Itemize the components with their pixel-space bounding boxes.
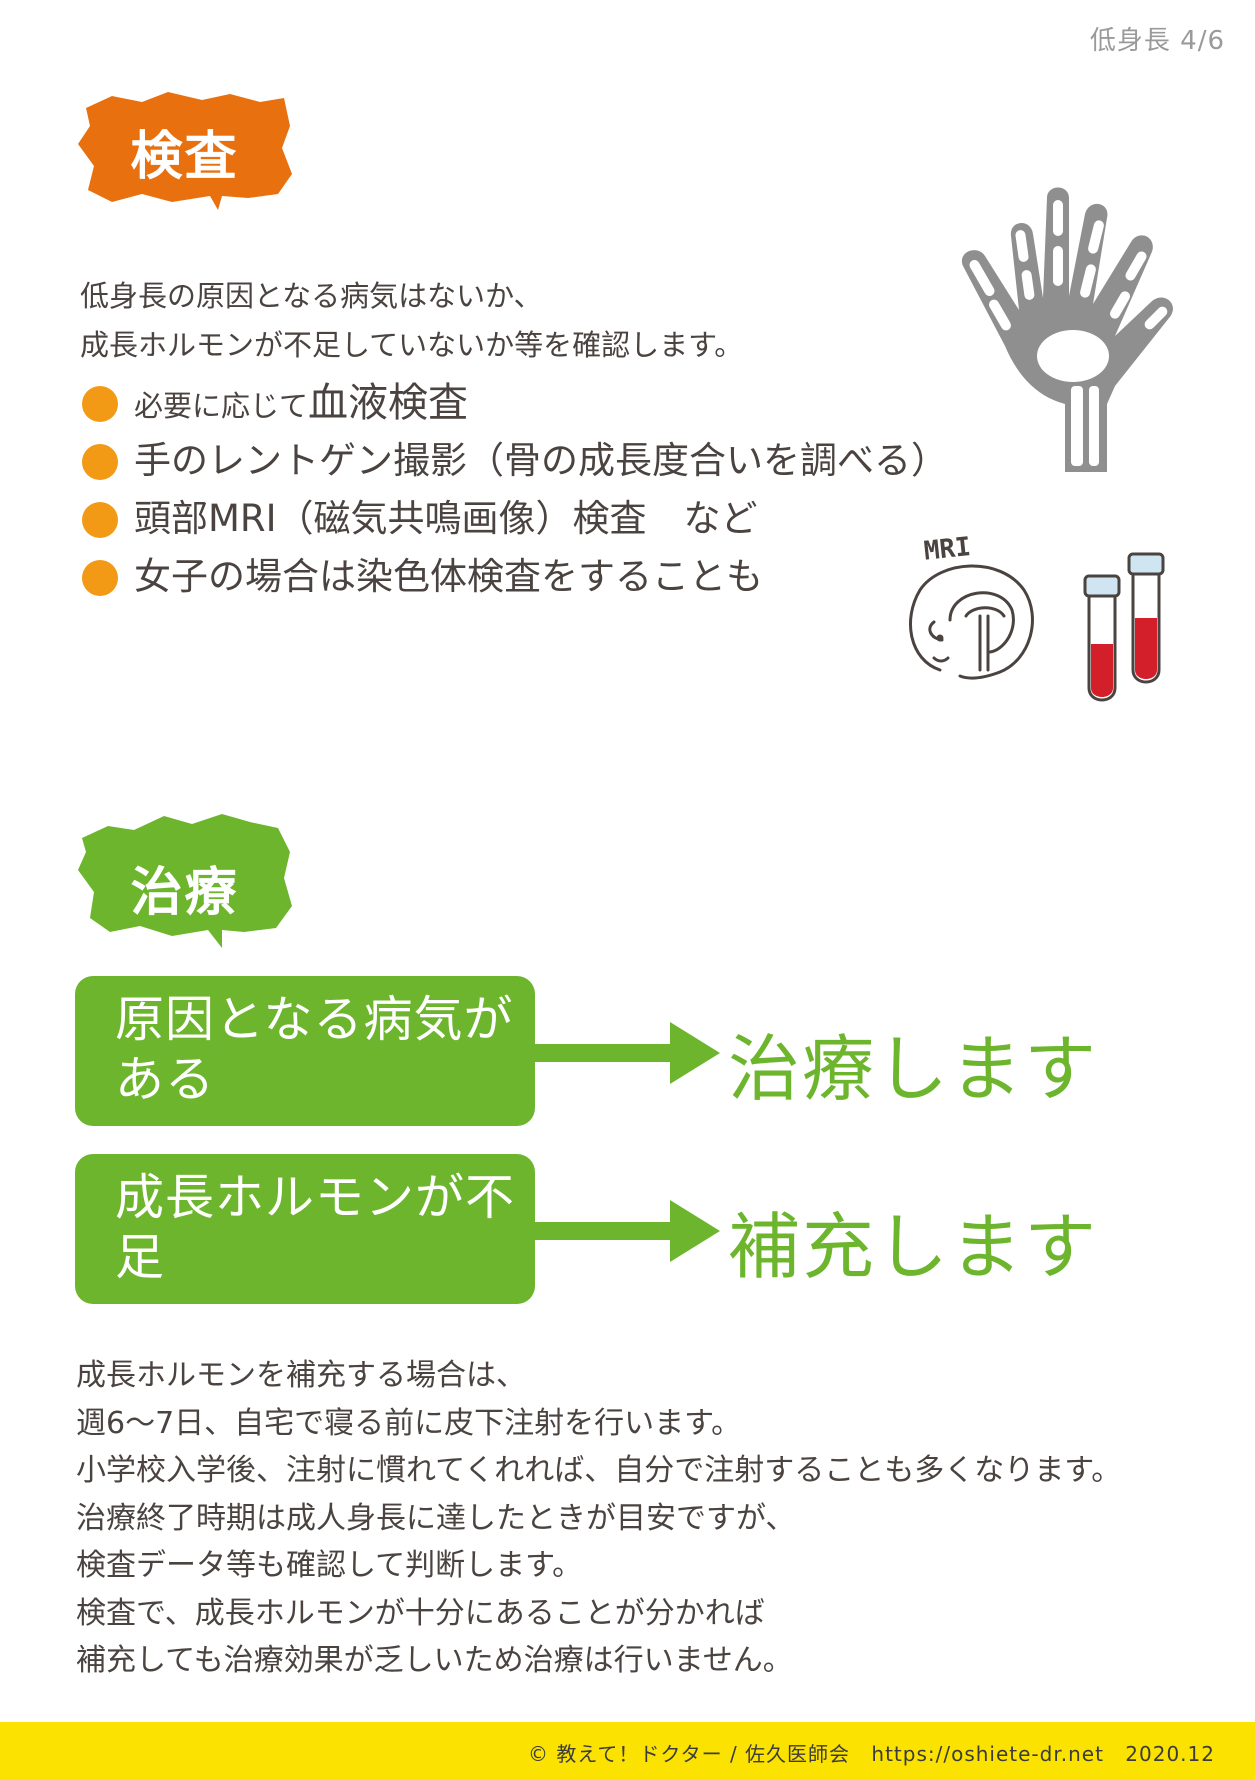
- footer-date: 2020.12: [1125, 1742, 1215, 1766]
- notes-line: 週6～7日、自宅で寝る前に皮下注射を行います。: [76, 1405, 742, 1441]
- treatment-heading-badge: 治療: [72, 808, 297, 948]
- exam-intro-line: 成長ホルモンが不足していないか等を確認します。: [80, 328, 744, 362]
- condition-text: 原因となる病気がある: [115, 991, 514, 1108]
- bullet-emphasis: 血液検査: [308, 380, 469, 426]
- footer-bar: © 教えて！ドクター / 佐久医師会 https://oshiete-dr.ne…: [0, 1722, 1255, 1780]
- treatment-notes: 成長ホルモンを補充する場合は、 週6～7日、自宅で寝る前に皮下注射を行います。 …: [76, 1352, 1121, 1685]
- list-item: 必要に応じて血液検査: [80, 374, 948, 432]
- bullet-prefix: 必要に応じて: [134, 389, 309, 423]
- result-text: 補充します: [728, 1205, 1099, 1289]
- condition-text: 成長ホルモンが不足: [115, 1169, 516, 1286]
- footer-copyright: © 教えて！ドクター / 佐久医師会: [528, 1742, 851, 1766]
- bullet-dot-icon: [82, 386, 118, 422]
- bullet-dot-icon: [82, 444, 118, 480]
- list-item: 頭部MRI（磁気共鳴画像）検査 など: [80, 490, 948, 548]
- right-arrow-icon: [530, 1022, 720, 1084]
- condition-box-hormone: 成長ホルモンが不足: [75, 1154, 535, 1304]
- right-arrow-icon: [530, 1200, 720, 1262]
- bullet-text: 手のレントゲン撮影（骨の成長度合いを調べる）: [134, 439, 948, 482]
- footer-url[interactable]: https://oshiete-dr.net: [871, 1742, 1104, 1766]
- result-text: 治療します: [728, 1027, 1099, 1111]
- exam-heading: 検査: [130, 127, 239, 187]
- notes-line: 小学校入学後、注射に慣れてくれれば、自分で注射することも多くなります。: [76, 1453, 1122, 1488]
- footer-text: © 教えて！ドクター / 佐久医師会 https://oshiete-dr.ne…: [514, 1738, 1215, 1767]
- notes-line: 成長ホルモンを補充する場合は、: [76, 1358, 526, 1393]
- bullet-text: 頭部MRI（磁気共鳴画像）検査 など: [134, 497, 758, 540]
- exam-intro-line: 低身長の原因となる病気はないか、: [80, 279, 543, 313]
- list-item: 手のレントゲン撮影（骨の成長度合いを調べる）: [80, 432, 948, 490]
- notes-line: 補充しても治療効果が乏しいため治療は行いません。: [76, 1643, 793, 1678]
- notes-line: 検査で、成長ホルモンが十分にあることが分かれば: [76, 1595, 765, 1631]
- condition-box-disease: 原因となる病気がある: [75, 976, 535, 1126]
- page-label: 低身長 4/6: [1089, 26, 1225, 56]
- list-item: 女子の場合は染色体検査をすることも: [80, 548, 948, 606]
- notes-line: 検査データ等も確認して判断します。: [76, 1548, 583, 1583]
- exam-heading-badge: 検査: [72, 86, 297, 216]
- mri-brain-illustration: MRI: [908, 532, 1034, 680]
- treatment-heading: 治療: [130, 863, 239, 923]
- notes-line: 治療終了時期は成人身長に達したときが目安ですが、: [76, 1500, 796, 1536]
- hand-xray-illustration: [961, 187, 1173, 472]
- bullet-text: 女子の場合は染色体検査をすることも: [134, 555, 763, 598]
- bullet-dot-icon: [82, 502, 118, 538]
- blood-tube-illustration: [1083, 552, 1165, 702]
- exam-intro: 低身長の原因となる病気はないか、 成長ホルモンが不足していないか等を確認します。: [80, 272, 743, 370]
- bullet-dot-icon: [82, 560, 118, 596]
- exam-bullet-list: 必要に応じて血液検査 手のレントゲン撮影（骨の成長度合いを調べる） 頭部MRI（…: [80, 374, 948, 606]
- mri-label: MRI: [922, 532, 972, 567]
